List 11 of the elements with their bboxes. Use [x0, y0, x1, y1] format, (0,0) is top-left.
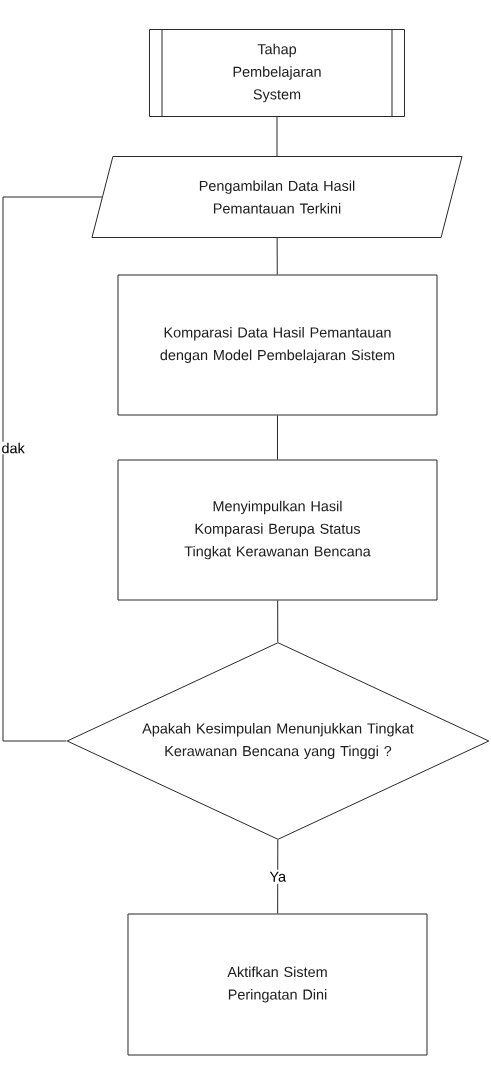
data-parallelogram: Pengambilan Data Hasil Pemantauan Terkini [91, 156, 463, 238]
process-box: Menyimpulkan Hasil Komparasi Berupa Status Tingkat Kerawanan Bencana [117, 459, 438, 601]
connector-line [277, 600, 279, 643]
connector-line [276, 237, 278, 275]
connector-line [276, 116, 278, 157]
process-box: Komparasi Data Hasil Pemantauan dengan Model Pembelajaran Sistem [117, 274, 438, 416]
process-box: Aktifkan Sistem Peringatan Dini [127, 913, 428, 1056]
connector-line [277, 839, 279, 914]
connector-line [2, 196, 103, 742]
process-box: Tahap Pembelajaran System [149, 28, 405, 118]
connector-line [277, 415, 278, 460]
